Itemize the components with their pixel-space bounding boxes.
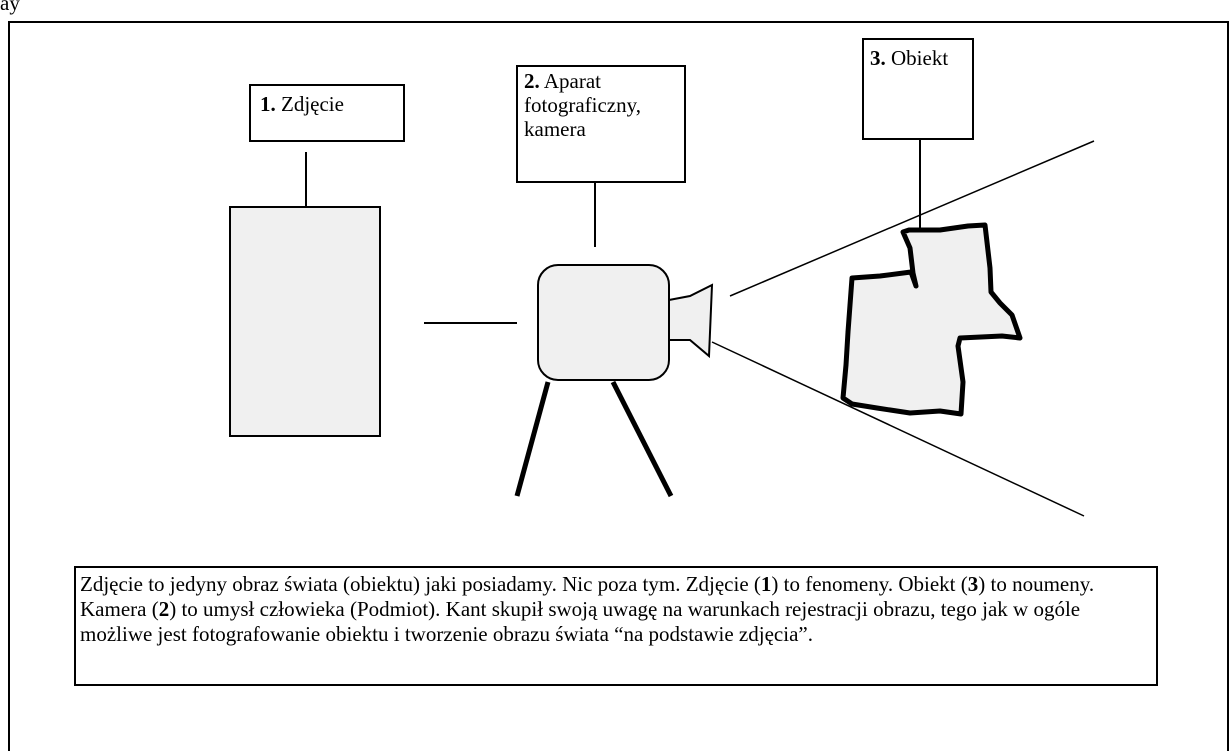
camera-lens bbox=[668, 283, 714, 359]
caption-ref-photo: 1 bbox=[760, 572, 772, 596]
tripod-leg-left bbox=[514, 381, 551, 497]
top-text-fragment: ay bbox=[0, 0, 20, 15]
caption-part-1: Zdjęcie to jedyny obraz świata (obiektu)… bbox=[80, 572, 761, 596]
label-box-camera: 2. Aparat fotograficzny, kamera bbox=[516, 65, 686, 183]
tripod-leg-right bbox=[610, 380, 674, 498]
photo-rectangle bbox=[229, 206, 381, 437]
label-object-text: Obiekt bbox=[885, 46, 949, 70]
camera-body bbox=[537, 264, 670, 381]
caption-ref-object: 3 bbox=[967, 572, 979, 596]
caption-ref-camera: 2 bbox=[158, 597, 170, 621]
label-box-photo: 1. Zdjęcie bbox=[249, 84, 405, 142]
label-photo-text: Zdjęcie bbox=[275, 92, 344, 116]
label-photo-number: 1. bbox=[260, 92, 276, 116]
view-line-lower bbox=[711, 341, 1085, 517]
diagram-frame bbox=[8, 21, 1229, 751]
label-camera-text: Aparat fotograficzny, kamera bbox=[524, 69, 641, 141]
object-shape bbox=[840, 222, 1023, 417]
caption-part-2: ) to fenomeny. Obiekt ( bbox=[771, 572, 968, 596]
caption-part-3: ) to noumeny. Kamera ( bbox=[80, 572, 1095, 621]
label-object-number: 3. bbox=[870, 46, 886, 70]
caption-part-4: ) to umysł człowieka (Podmiot). Kant sku… bbox=[80, 597, 1081, 646]
label-camera-number: 2. bbox=[524, 69, 540, 93]
view-line-upper bbox=[729, 140, 1095, 297]
label-box-object: 3. Obiekt bbox=[862, 38, 974, 140]
caption-box: Zdjęcie to jedyny obraz świata (obiektu)… bbox=[74, 566, 1158, 686]
